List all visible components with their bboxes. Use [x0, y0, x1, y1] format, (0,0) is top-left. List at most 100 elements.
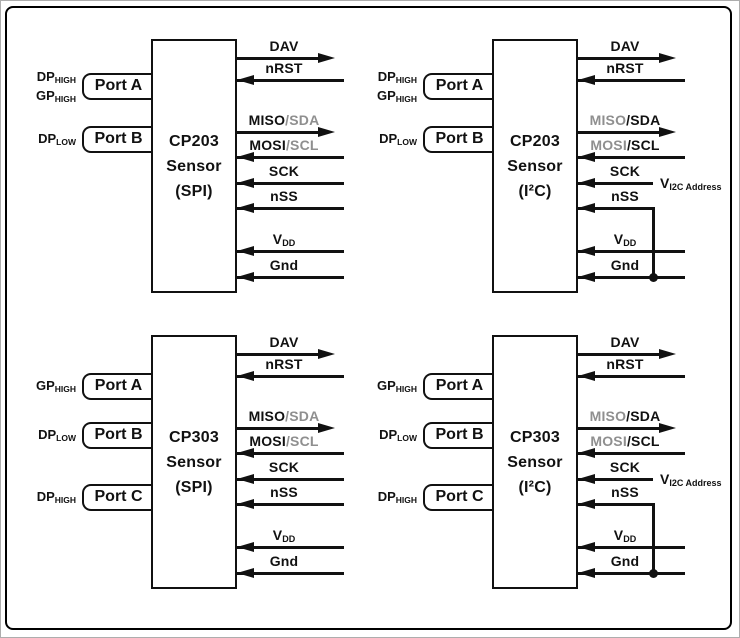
mosi-scl-label: MOSI/SCL [249, 432, 318, 450]
miso-sda-line [578, 426, 663, 430]
junction-dot [648, 272, 658, 282]
label-part: Gnd [269, 553, 299, 569]
gnd-label: Gnd [611, 552, 640, 570]
chip-title-line: Sensor [166, 453, 222, 471]
miso-sda-label: MISO/SDA [249, 111, 320, 129]
pin-base: DP [379, 131, 398, 146]
pin-label: DPHIGH [378, 489, 417, 508]
sck-label: SCK [269, 162, 299, 180]
mosi-scl-line [578, 451, 685, 455]
label-part: MISO [248, 112, 286, 128]
miso-sda-line [237, 426, 322, 430]
pin-label: GPHIGH [377, 378, 417, 397]
pin-subscript: LOW [56, 137, 76, 147]
label-part: MISO [589, 112, 627, 128]
pin-base: DP [38, 131, 57, 146]
gnd-label: Gnd [270, 256, 299, 274]
nss-label: nSS [611, 187, 639, 205]
label-part: V [613, 527, 624, 543]
pin-label: DPLOW [38, 131, 76, 150]
pin-base: DP [379, 427, 398, 442]
nrst-label: nRST [265, 59, 302, 77]
nss-arrowhead [237, 202, 254, 213]
port-b-box: Port B [82, 421, 153, 449]
vdd-line [578, 249, 685, 253]
chip-title-line: Sensor [166, 157, 222, 175]
mosi-scl-label: MOSI/SCL [249, 136, 318, 154]
gnd-label: Gnd [611, 256, 640, 274]
port-b-box: Port B [423, 421, 494, 449]
nrst-label: nRST [606, 355, 643, 373]
sck-line [237, 477, 344, 481]
mosi-scl-line [237, 155, 344, 159]
sck-label: SCK [610, 458, 640, 476]
nss-line [578, 206, 653, 210]
chip-title-line: Sensor [507, 157, 563, 175]
label-part: Gnd [610, 257, 640, 273]
dav-label: DAV [610, 333, 639, 351]
gnd-label: Gnd [270, 552, 299, 570]
sck-arrowhead [578, 473, 595, 484]
chip-title-line: (SPI) [175, 478, 213, 496]
sck-arrowhead [578, 177, 595, 188]
label-part: Gnd [269, 257, 299, 273]
label-part: /SDA [285, 408, 320, 424]
port-a-box: Port A [82, 72, 153, 100]
sck-arrowhead [237, 473, 254, 484]
chip-title-line: CP303 [169, 428, 219, 446]
port-a-box: Port A [423, 72, 494, 100]
port-label: Port A [94, 377, 143, 394]
label-part: nSS [270, 484, 298, 500]
label-part: /SCL [626, 137, 660, 153]
pin-subscript: HIGH [54, 94, 76, 104]
pin-subscript: HIGH [395, 94, 417, 104]
label-part: V [613, 231, 624, 247]
miso-sda-line [237, 130, 322, 134]
label-part: I2C Address [669, 182, 722, 192]
label-part: /SDA [285, 112, 320, 128]
port-label: Port B [435, 426, 484, 443]
label-part: /SCL [626, 433, 660, 449]
nss-line [237, 502, 344, 506]
port-label: Port B [435, 130, 484, 147]
label-part: DAV [269, 38, 299, 54]
miso-sda-arrowhead [318, 422, 335, 433]
dav-line [237, 352, 322, 356]
vdd-arrowhead [578, 541, 595, 552]
port-label: Port B [94, 130, 143, 147]
port-label: Port A [94, 77, 143, 94]
pin-label: GPHIGH [377, 88, 417, 107]
label-part: /SCL [285, 433, 319, 449]
chip-title-line: Sensor [507, 453, 563, 471]
gnd-arrowhead [237, 271, 254, 282]
pin-subscript: HIGH [395, 75, 417, 85]
label-part: nRST [265, 356, 303, 372]
nrst-label: nRST [265, 355, 302, 373]
label-part: DAV [269, 334, 299, 350]
dav-line [578, 352, 663, 356]
pin-subscript: HIGH [54, 75, 76, 85]
dav-arrowhead [318, 52, 335, 63]
vdd-label: VDD [273, 230, 296, 252]
gnd-line [578, 275, 685, 279]
label-part: MISO [248, 408, 286, 424]
nss-label: nSS [270, 187, 298, 205]
vdd-label: VDD [273, 526, 296, 548]
pin-base: GP [35, 378, 55, 393]
dav-label: DAV [269, 37, 298, 55]
miso-sda-label: MISO/SDA [590, 111, 661, 129]
pin-subscript: LOW [397, 433, 417, 443]
diagram-frame [5, 6, 732, 630]
label-part: nSS [270, 188, 298, 204]
label-part: MOSI [590, 433, 627, 449]
label-part: nRST [606, 356, 644, 372]
label-part: V [660, 175, 670, 191]
mosi-scl-arrowhead [578, 447, 595, 458]
label-part: MOSI [249, 137, 286, 153]
dav-arrowhead [318, 348, 335, 359]
chip-title-line: CP203 [510, 132, 560, 150]
i2c-address-label: VI2C Address [660, 174, 722, 196]
